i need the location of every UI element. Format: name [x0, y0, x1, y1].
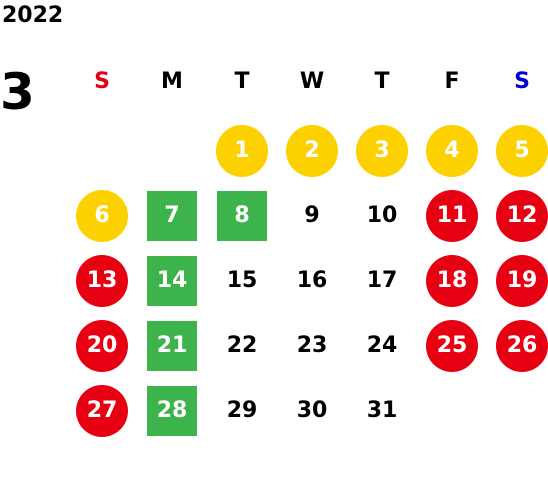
calendar-day-cell[interactable]: 7 [137, 183, 207, 248]
weekday-header-row: S M T W T F S [67, 62, 548, 102]
red-circle-marker [76, 255, 128, 307]
weekday-wednesday: W [299, 69, 325, 94]
calendar-day-cell[interactable]: 9 [277, 183, 347, 248]
calendar-day-number: 21 [156, 333, 188, 358]
calendar-day-cell[interactable]: 14 [137, 248, 207, 313]
calendar-day-cell[interactable]: 17 [347, 248, 417, 313]
calendar-day-number: 18 [436, 268, 468, 293]
red-circle-marker [426, 320, 478, 372]
calendar-day-cell[interactable]: 6 [67, 183, 137, 248]
calendar-day-number: 27 [86, 398, 118, 423]
green-square-marker [147, 256, 197, 306]
weekday-sunday: S [94, 69, 110, 94]
calendar-day-number: 3 [374, 138, 390, 163]
calendar-day-number: 30 [296, 398, 328, 423]
calendar-day-number: 1 [234, 138, 250, 163]
weekday-saturday: S [514, 69, 530, 94]
red-circle-marker [496, 190, 548, 242]
green-square-marker [217, 191, 267, 241]
calendar-day-number: 14 [156, 268, 188, 293]
calendar-day-number: 16 [296, 268, 328, 293]
calendar-day-cell[interactable]: 15 [207, 248, 277, 313]
calendar-day-cell[interactable]: 4 [417, 118, 487, 183]
calendar-day-number: 28 [156, 398, 188, 423]
red-circle-marker [76, 385, 128, 437]
calendar-day-cell[interactable]: 22 [207, 313, 277, 378]
weekday-thursday: T [374, 69, 390, 94]
calendar-day-number: 11 [436, 203, 468, 228]
calendar-day-number: 15 [226, 268, 258, 293]
weekday-monday: M [161, 69, 183, 94]
calendar-day-number: 10 [366, 203, 398, 228]
calendar-day-number: 9 [304, 203, 320, 228]
red-circle-marker [496, 320, 548, 372]
calendar-day-number: 29 [226, 398, 258, 423]
yellow-circle-marker [216, 125, 268, 177]
calendar-day-cell[interactable]: 18 [417, 248, 487, 313]
calendar-day-cell[interactable]: 25 [417, 313, 487, 378]
weekday-tuesday: T [234, 69, 250, 94]
calendar-day-cell[interactable]: 2 [277, 118, 347, 183]
calendar-day-cell[interactable]: 8 [207, 183, 277, 248]
calendar-day-cell[interactable]: 3 [347, 118, 417, 183]
calendar-day-number: 2 [304, 138, 320, 163]
calendar-day-number: 31 [366, 398, 398, 423]
calendar-day-cell[interactable]: 20 [67, 313, 137, 378]
calendar-day-cell[interactable]: 27 [67, 378, 137, 443]
calendar-day-number: 23 [296, 333, 328, 358]
calendar-day-number: 12 [506, 203, 538, 228]
calendar-day-number: 20 [86, 333, 118, 358]
calendar-day-cell[interactable]: 26 [487, 313, 548, 378]
calendar-month: 3 [0, 63, 35, 121]
calendar-day-number: 22 [226, 333, 258, 358]
calendar-day-number: 19 [506, 268, 538, 293]
calendar-day-cell[interactable]: 21 [137, 313, 207, 378]
calendar-day-number: 4 [444, 138, 460, 163]
green-square-marker [147, 191, 197, 241]
calendar-day-number: 17 [366, 268, 398, 293]
calendar-day-cell[interactable]: 10 [347, 183, 417, 248]
calendar-year: 2022 [2, 3, 64, 28]
red-circle-marker [496, 255, 548, 307]
calendar-day-cell[interactable]: 12 [487, 183, 548, 248]
red-circle-marker [426, 190, 478, 242]
calendar-day-number: 5 [514, 138, 530, 163]
yellow-circle-marker [286, 125, 338, 177]
calendar-day-number: 25 [436, 333, 468, 358]
red-circle-marker [426, 255, 478, 307]
calendar-day-cell[interactable]: 28 [137, 378, 207, 443]
calendar-day-number: 6 [94, 203, 110, 228]
calendar-day-number: 7 [164, 203, 180, 228]
calendar-day-number: 13 [86, 268, 118, 293]
calendar-day-number: 8 [234, 203, 250, 228]
red-circle-marker [76, 320, 128, 372]
calendar-day-number: 24 [366, 333, 398, 358]
calendar-day-cell[interactable]: 24 [347, 313, 417, 378]
yellow-circle-marker [496, 125, 548, 177]
calendar-day-cell[interactable]: 13 [67, 248, 137, 313]
calendar-day-cell[interactable]: 23 [277, 313, 347, 378]
calendar-day-cell[interactable]: 5 [487, 118, 548, 183]
green-square-marker [147, 321, 197, 371]
yellow-circle-marker [426, 125, 478, 177]
calendar-day-cell[interactable]: 31 [347, 378, 417, 443]
calendar-day-number: 26 [506, 333, 538, 358]
calendar-day-cell[interactable]: 29 [207, 378, 277, 443]
calendar-day-cell[interactable]: 1 [207, 118, 277, 183]
calendar-day-cell[interactable]: 11 [417, 183, 487, 248]
yellow-circle-marker [356, 125, 408, 177]
green-square-marker [147, 386, 197, 436]
calendar-day-cell[interactable]: 30 [277, 378, 347, 443]
calendar-day-cell[interactable]: 19 [487, 248, 548, 313]
calendar-day-cell[interactable]: 16 [277, 248, 347, 313]
yellow-circle-marker [76, 190, 128, 242]
weekday-friday: F [444, 69, 460, 94]
